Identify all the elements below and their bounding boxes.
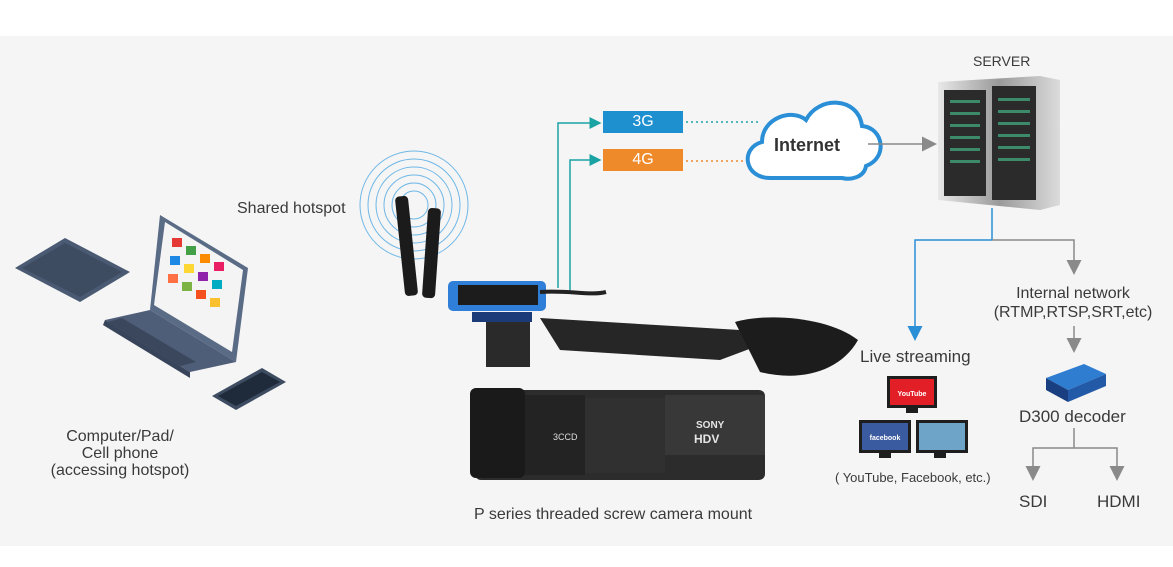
decoder-label: D300 decoder — [1019, 407, 1126, 426]
link-decoder-hdmi — [1074, 447, 1125, 481]
camera-brand-label: SONY — [696, 420, 725, 431]
decoder-icon — [1046, 364, 1106, 402]
link-encoder-4g — [569, 154, 602, 290]
camera-mount-label: P series threaded screw camera mount — [474, 506, 753, 523]
internet-label: Internet — [774, 135, 841, 155]
platforms-label: ( YouTube, Facebook, etc.) — [835, 470, 991, 485]
laptop-icon — [103, 215, 248, 378]
phone-icon — [212, 368, 286, 410]
device-caption-line3: (accessing hotspot) — [50, 462, 190, 479]
camera-model-label: HDV — [694, 432, 719, 446]
link-server-internal — [992, 239, 1082, 275]
internal-network-line2: (RTMP,RTSP,SRT,etc) — [993, 304, 1153, 321]
hdmi-label: HDMI — [1097, 492, 1141, 511]
link-decoder-sdi — [1025, 447, 1074, 481]
video-monitor-icon — [916, 420, 968, 458]
4g-badge: 4G — [603, 149, 683, 171]
cloud-icon — [745, 100, 883, 181]
internal-network-caption: Internal network (RTMP,RTSP,SRT,etc) — [968, 284, 1173, 322]
device-caption: Computer/Pad/ Cell phone (accessing hots… — [30, 428, 210, 479]
live-streaming-label: Live streaming — [860, 347, 971, 366]
shared-hotspot-label: Shared hotspot — [237, 200, 346, 217]
link-encoder-3g — [557, 117, 602, 288]
link-server-live — [907, 239, 992, 341]
youtube-logo-text: YouTube — [898, 391, 927, 398]
facebook-logo-text: facebook — [870, 435, 901, 442]
sdi-label: SDI — [1019, 492, 1048, 511]
camera-icon — [395, 195, 858, 480]
internal-network-line1: Internal network — [1016, 285, 1130, 302]
camera-ccd-label: 3CCD — [553, 432, 578, 442]
device-caption-line2: Cell phone — [81, 445, 159, 462]
hotspot-signal-icon — [359, 150, 469, 260]
tablet-icon — [15, 238, 130, 302]
facebook-monitor-icon — [859, 420, 911, 458]
server-label: SERVER — [973, 53, 1031, 69]
youtube-monitor-icon — [887, 376, 937, 413]
server-icon — [938, 76, 1060, 210]
device-caption-line1: Computer/Pad/ — [66, 428, 174, 445]
3g-badge: 3G — [603, 111, 683, 133]
